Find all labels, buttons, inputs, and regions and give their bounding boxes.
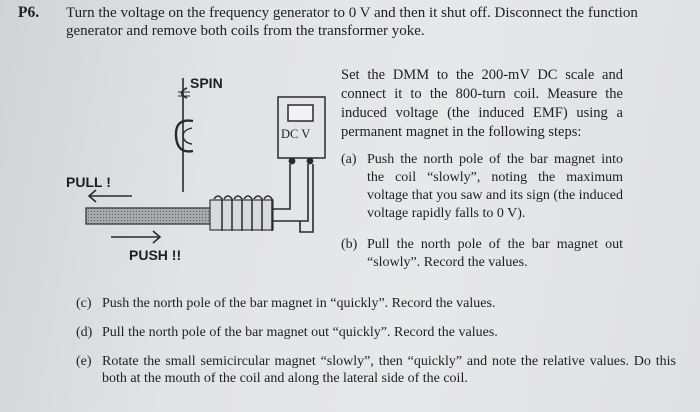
step-d-text: Pull the north pole of the bar magnet ou…	[102, 325, 498, 340]
step-b: (b) Pull the north pole of the bar magne…	[341, 236, 623, 272]
step-e: (e) Rotate the small semicircular magnet…	[76, 353, 676, 387]
problem-number: P6.	[18, 4, 40, 21]
spin-label: SPIN	[190, 75, 223, 91]
step-c: (c) Push the north pole of the bar magne…	[76, 295, 676, 312]
step-a-text: Push the north pole of the bar magnet in…	[367, 152, 623, 221]
spinning-magnet	[174, 78, 194, 192]
coil	[209, 195, 300, 231]
step-a: (a) Push the north pole of the bar magne…	[341, 151, 623, 223]
pull-arrow	[87, 189, 132, 203]
bar-magnet	[85, 207, 215, 225]
dmm-meter	[277, 96, 326, 159]
problem-intro: Turn the voltage on the frequency genera…	[66, 5, 638, 39]
step-a-mark: (a)	[341, 152, 357, 167]
step-e-text: Rotate the small semicircular magnet “sl…	[102, 354, 676, 386]
push-arrow	[111, 230, 162, 244]
meter-leads	[287, 157, 314, 233]
step-d-mark: (d)	[76, 325, 93, 340]
step-d: (d) Pull the north pole of the bar magne…	[76, 324, 676, 341]
pull-label: PULL !	[66, 174, 111, 190]
setup-instructions: Set the DMM to the 200-mV DC scale and c…	[341, 67, 623, 140]
meter-label: DC V	[281, 127, 311, 141]
step-c-text: Push the north pole of the bar magnet in…	[102, 296, 496, 311]
step-e-mark: (e)	[76, 354, 92, 369]
step-b-text: Pull the north pole of the bar magnet ou…	[367, 237, 623, 270]
push-label: PUSH !!	[129, 247, 182, 263]
step-b-mark: (b)	[341, 237, 358, 252]
step-c-mark: (c)	[76, 296, 92, 311]
